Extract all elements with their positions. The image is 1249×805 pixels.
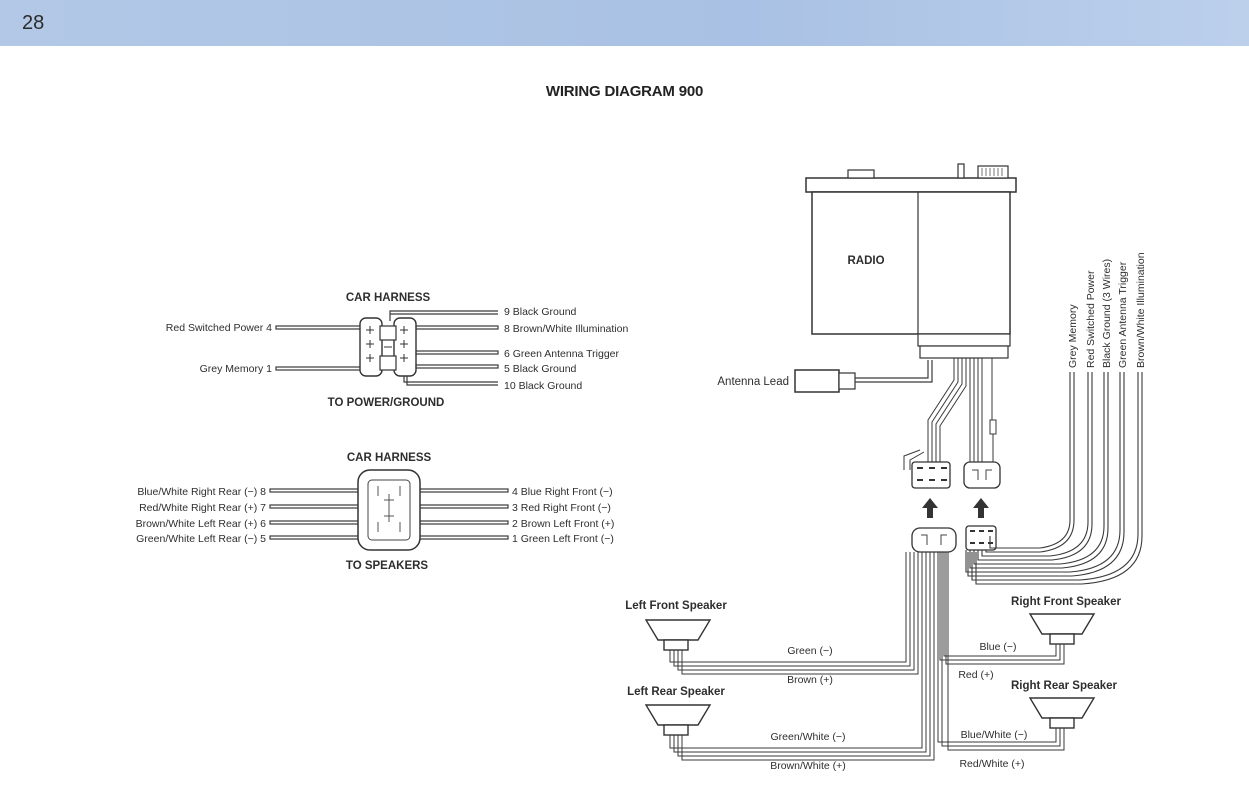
speaker-harness: CAR HARNESS TO SPEAKERS Blue/White Right… [136, 452, 615, 572]
vertical-wire-label: Black Ground (3 Wires) [1101, 259, 1113, 368]
power-harness: CAR HARNESS TO POWER/GROUND Red Switched… [166, 292, 629, 409]
power-harness-footer: TO POWER/GROUND [328, 397, 445, 409]
wire-label-blue: Blue (−) [979, 641, 1016, 653]
wire-label-green: Green (−) [787, 645, 832, 657]
speaker-left-label: Red/White Right Rear (+) 7 [139, 502, 266, 514]
antenna-lead: Antenna Lead [717, 360, 933, 393]
right-front-speaker-label: Right Front Speaker [1011, 596, 1121, 608]
vertical-wire-label: Green Antenna Trigger [1117, 261, 1129, 368]
power-left-wire: Grey Memory 1 [200, 363, 367, 375]
power-left-label: Red Switched Power 4 [166, 322, 272, 334]
vertical-wire-group: Grey Memory Red Switched Power Black Gro… [965, 252, 1147, 585]
right-rear-speaker-label: Right Rear Speaker [1011, 680, 1118, 692]
left-front-speaker: Left Front Speaker [625, 600, 727, 651]
wire-label-blue-white: Blue/White (−) [961, 729, 1028, 741]
antenna-lead-label: Antenna Lead [717, 376, 789, 388]
speaker-right-label: 2 Brown Left Front (+) [512, 518, 614, 530]
speaker-harness-footer: TO SPEAKERS [346, 560, 429, 572]
speaker-left-label: Green/White Left Rear (−) 5 [136, 533, 266, 545]
vertical-wire-label: Brown/White Illumination [1135, 252, 1147, 368]
header-band [0, 0, 1249, 46]
speaker-left-label: Brown/White Left Rear (+) 6 [136, 518, 267, 530]
speaker-harness-title: CAR HARNESS [347, 452, 432, 464]
right-front-speaker: Right Front Speaker [1011, 596, 1121, 645]
left-front-speaker-label: Left Front Speaker [625, 600, 727, 612]
vertical-wire-label: Grey Memory [1067, 304, 1079, 368]
speaker-left-label: Blue/White Right Rear (−) 8 [137, 486, 266, 498]
power-right-label: 8 Brown/White Illumination [504, 323, 628, 335]
radio-wire-bundle [903, 358, 997, 470]
right-rear-speaker: Right Rear Speaker [1011, 680, 1118, 729]
diagram-title: WIRING DIAGRAM 900 [545, 83, 704, 100]
power-right-label: 9 Black Ground [504, 306, 577, 318]
wire-label-brown: Brown (+) [787, 674, 833, 686]
wire-label-green-white: Green/White (−) [771, 731, 846, 743]
power-left-label: Grey Memory 1 [200, 363, 273, 375]
speaker-wire-runs [669, 552, 1065, 761]
page-number: 28 [22, 12, 45, 34]
speaker-right-label: 3 Red Right Front (−) [512, 502, 611, 514]
power-harness-title: CAR HARNESS [346, 292, 431, 304]
power-right-label: 6 Green Antenna Trigger [504, 348, 619, 360]
speaker-right-label: 1 Green Left Front (−) [512, 533, 614, 545]
radio-connectors [911, 461, 1001, 553]
wire-label-brown-white: Brown/White (+) [770, 760, 846, 772]
left-rear-speaker-label: Left Rear Speaker [627, 686, 725, 698]
power-right-label: 5 Black Ground [504, 363, 577, 375]
vertical-wire-label: Red Switched Power [1085, 270, 1097, 368]
left-rear-speaker: Left Rear Speaker [627, 686, 725, 736]
wire-label-red-white: Red/White (+) [959, 758, 1024, 770]
power-connector [359, 317, 417, 377]
power-left-wire: Red Switched Power 4 [166, 322, 367, 334]
speaker-connector [357, 469, 421, 551]
power-right-label: 10 Black Ground [504, 380, 582, 392]
radio-unit: RADIO [805, 163, 1017, 359]
speaker-right-label: 4 Blue Right Front (−) [512, 486, 613, 498]
radio-label: RADIO [847, 255, 884, 267]
wire-label-red: Red (+) [958, 669, 993, 681]
speaker-wire-labels: Green (−) Brown (+) Blue (−) Red (+) Gre… [770, 641, 1027, 772]
